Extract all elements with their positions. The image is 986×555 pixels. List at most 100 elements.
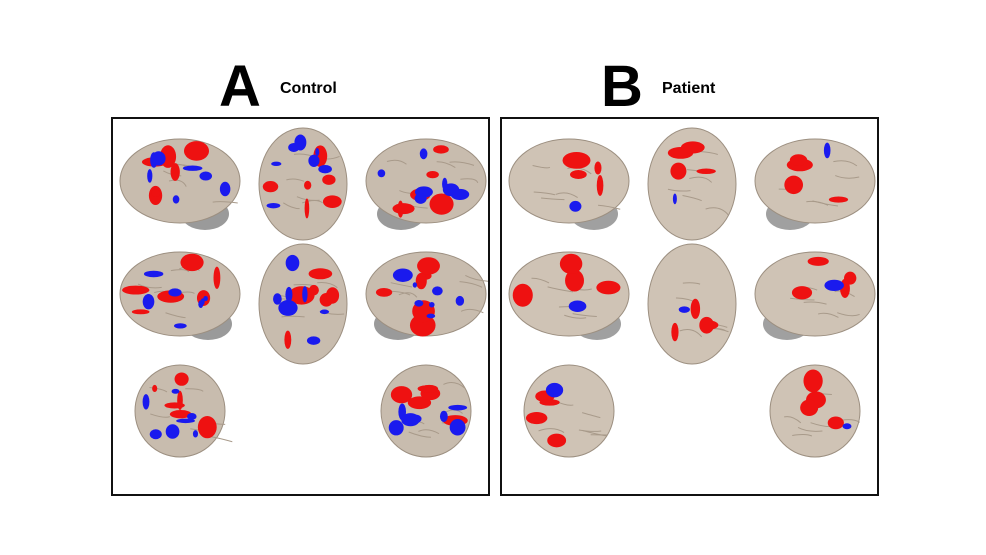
- sulcus: [538, 428, 565, 433]
- sulcus: [783, 416, 802, 424]
- brain-right-medial: [754, 251, 876, 340]
- deactivation-blob: [285, 254, 300, 272]
- sulcus: [408, 431, 431, 438]
- panel-b-title: Patient: [662, 80, 716, 97]
- deactivation-blob: [306, 336, 321, 345]
- deactivation-blob: [176, 418, 195, 424]
- panel-b-letter: B: [601, 54, 643, 119]
- activation-blob: [304, 180, 312, 190]
- brain-left-medial: [508, 251, 630, 340]
- activation-blob: [151, 189, 161, 198]
- brain-figure: [508, 127, 876, 458]
- activation-blob: [152, 384, 158, 393]
- activation-blob: [390, 386, 413, 404]
- deactivation-blob: [219, 181, 231, 197]
- deactivation-blob: [412, 282, 418, 288]
- activation-blob: [262, 181, 279, 193]
- activation-blob: [512, 283, 533, 307]
- deactivation-blob: [414, 193, 427, 204]
- sulcus: [398, 292, 418, 298]
- activation-blob: [559, 253, 583, 274]
- activation-blob: [791, 286, 813, 300]
- deactivation-blob: [173, 323, 187, 329]
- sulcus: [705, 207, 729, 216]
- sulcus: [532, 164, 551, 169]
- deactivation-blob: [271, 161, 282, 166]
- sulcus: [581, 429, 607, 437]
- activation-blob: [308, 268, 333, 280]
- sulcus: [170, 269, 190, 273]
- deactivation-blob: [392, 268, 413, 282]
- deactivation-blob: [426, 313, 436, 319]
- deactivation-blob: [143, 270, 164, 278]
- activation-blob: [827, 416, 844, 430]
- sulcus: [682, 195, 702, 202]
- activation-blob: [429, 193, 454, 215]
- deactivation-blob: [432, 286, 443, 296]
- brain-right-medial: [365, 251, 488, 340]
- deactivation-blob: [165, 424, 180, 439]
- deactivation-blob: [147, 169, 153, 183]
- panel-b-patient: [500, 117, 879, 496]
- brain-ventral: [647, 243, 737, 365]
- activation-blob: [828, 196, 849, 203]
- sulcus: [682, 282, 701, 285]
- deactivation-blob: [182, 165, 203, 171]
- deactivation-blob: [308, 154, 320, 167]
- cortex-surface: [508, 138, 630, 224]
- sulcus: [150, 413, 171, 418]
- activation-blob: [539, 399, 560, 406]
- sulcus: [212, 201, 238, 204]
- sulcus: [165, 312, 186, 319]
- activation-blob: [699, 316, 714, 334]
- sulcus: [443, 381, 465, 389]
- deactivation-blob: [568, 300, 587, 312]
- sulcus: [533, 191, 556, 196]
- deactivation-blob: [288, 142, 300, 153]
- activation-blob: [304, 198, 310, 219]
- panel-a-control: [111, 117, 490, 496]
- activation-blob: [696, 168, 716, 175]
- deactivation-blob: [428, 301, 435, 308]
- sulcus: [149, 387, 168, 393]
- activation-blob: [122, 285, 150, 295]
- deactivation-blob: [285, 286, 293, 303]
- activation-blob: [174, 372, 189, 386]
- activation-blob: [680, 141, 705, 154]
- sulcus: [390, 282, 413, 288]
- activation-blob: [420, 384, 439, 393]
- activation-blob: [415, 272, 427, 290]
- deactivation-blob: [318, 164, 332, 174]
- activation-blob: [594, 161, 602, 175]
- activation-blob: [375, 288, 393, 297]
- activation-blob: [322, 195, 342, 208]
- brain-ventral: [258, 243, 348, 365]
- deactivation-blob: [151, 151, 166, 166]
- sulcus: [286, 178, 305, 182]
- sulcus: [818, 312, 839, 318]
- sulcus: [531, 277, 550, 284]
- sulcus: [835, 175, 860, 179]
- sulcus: [812, 200, 839, 207]
- brain-left-lateral: [119, 138, 241, 230]
- sulcus: [578, 429, 602, 432]
- activation-blob: [547, 433, 567, 448]
- deactivation-blob: [377, 169, 386, 178]
- brain-dorsal: [647, 127, 737, 241]
- sulcus: [281, 315, 305, 318]
- deactivation-blob: [198, 300, 204, 308]
- brain-left-medial: [119, 251, 241, 340]
- activation-blob: [671, 322, 679, 342]
- activation-blob: [407, 396, 432, 410]
- brain-dorsal: [258, 127, 348, 241]
- sulcus: [185, 388, 204, 392]
- sulcus: [699, 151, 718, 155]
- activation-blob: [807, 256, 829, 266]
- deactivation-blob: [824, 279, 844, 292]
- activation-blob: [197, 416, 217, 439]
- activation-blob: [690, 298, 701, 319]
- cortex-surface: [508, 251, 630, 337]
- panel-a-letter: A: [219, 54, 261, 119]
- activation-blob: [170, 163, 180, 181]
- sulcus: [137, 283, 162, 289]
